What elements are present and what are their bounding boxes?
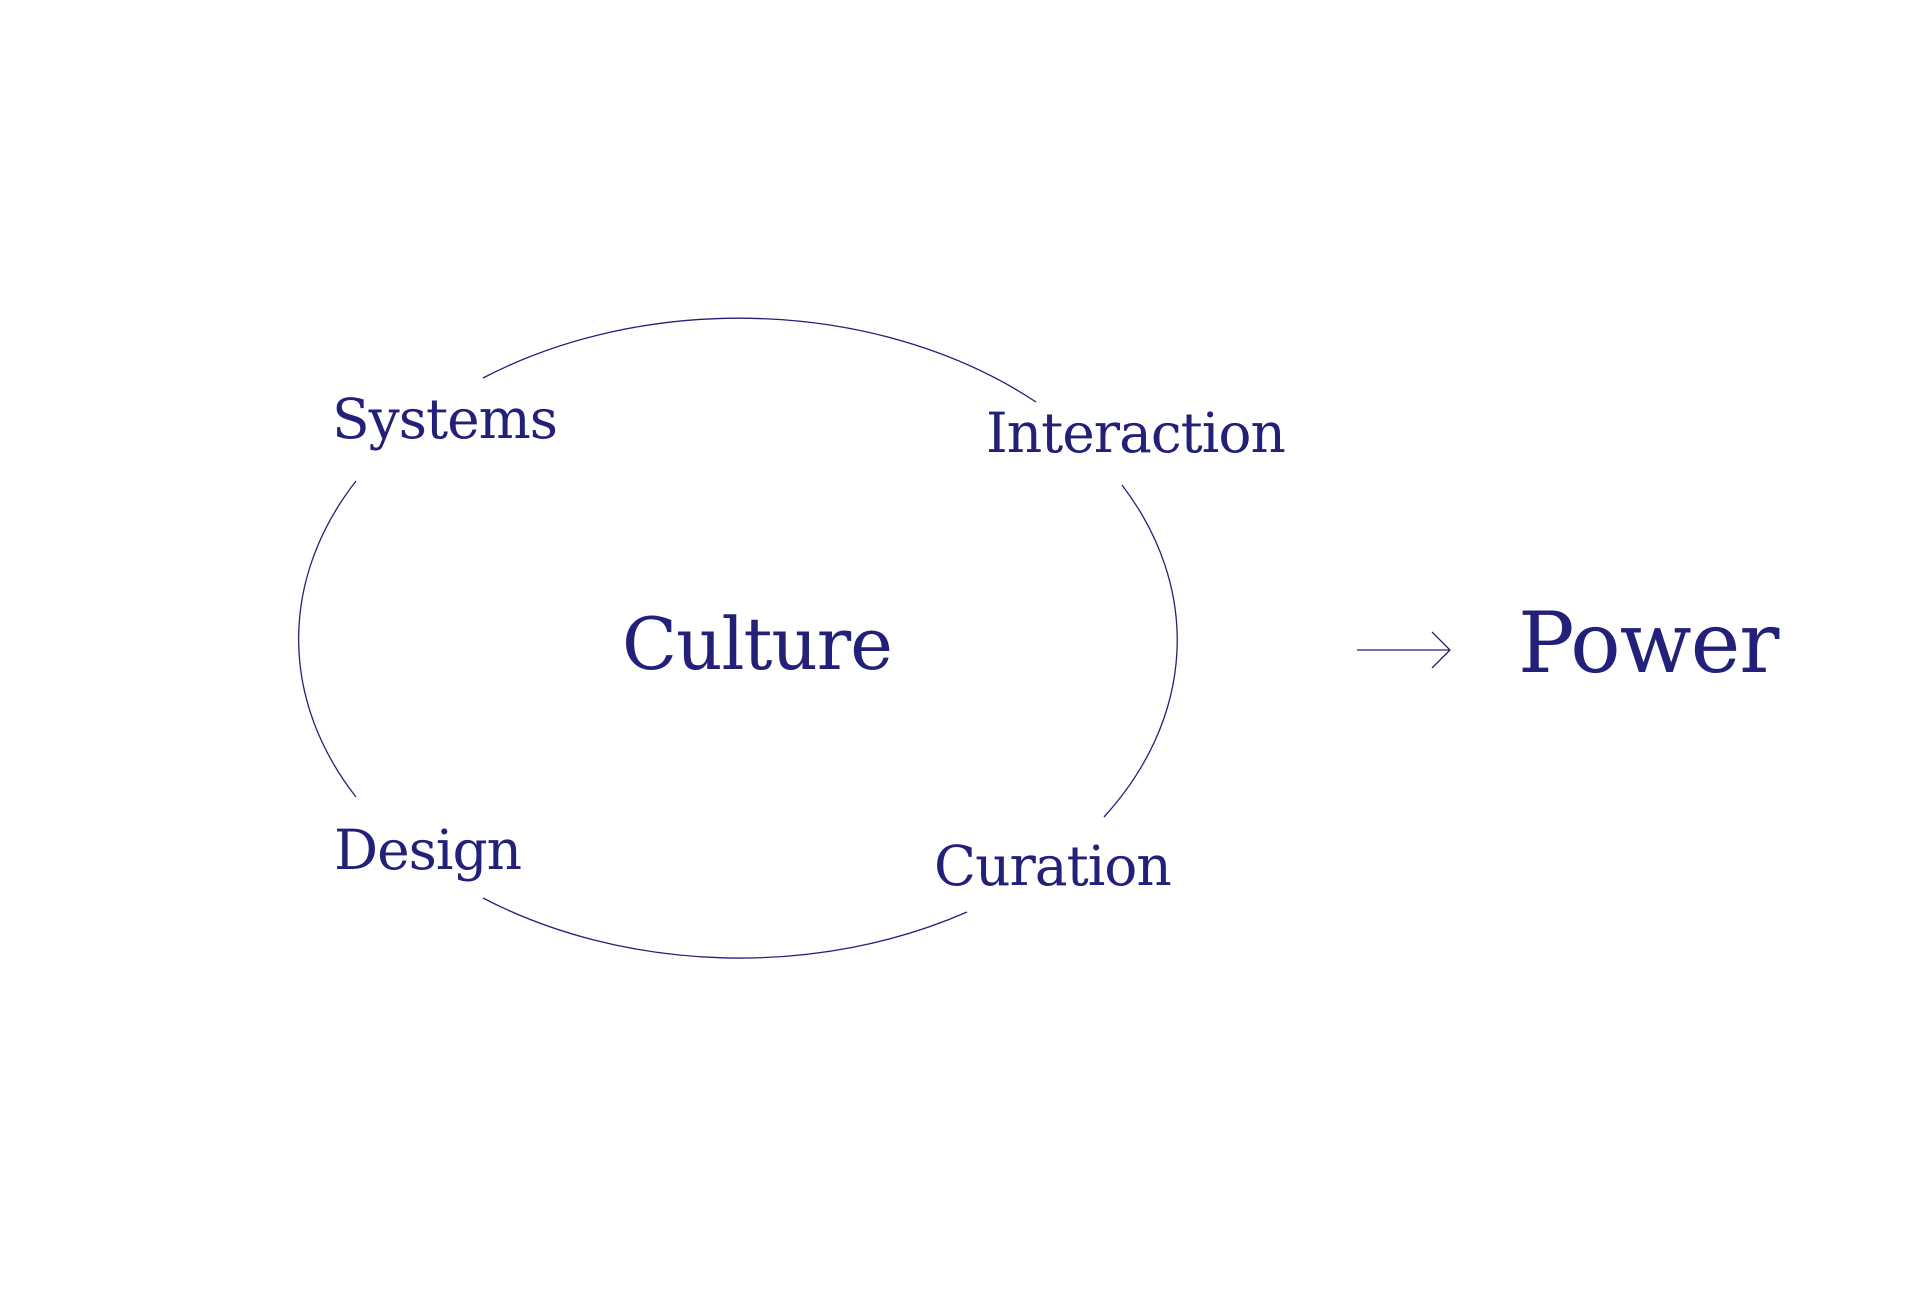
arc-curation-to-design bbox=[482, 897, 968, 959]
right-arrow-icon bbox=[1357, 631, 1451, 669]
curation-label: Curation bbox=[934, 834, 1171, 898]
design-label: Design bbox=[334, 818, 521, 882]
interaction-label: Interaction bbox=[986, 401, 1285, 465]
arc-systems-to-interaction bbox=[482, 317, 1037, 403]
systems-label: Systems bbox=[332, 387, 557, 451]
power-label: Power bbox=[1518, 594, 1780, 692]
arc-design-to-systems bbox=[297, 480, 357, 798]
arc-interaction-to-curation bbox=[1103, 484, 1178, 818]
culture-center-label: Culture bbox=[622, 602, 892, 686]
cycle-ring bbox=[297, 317, 1178, 959]
